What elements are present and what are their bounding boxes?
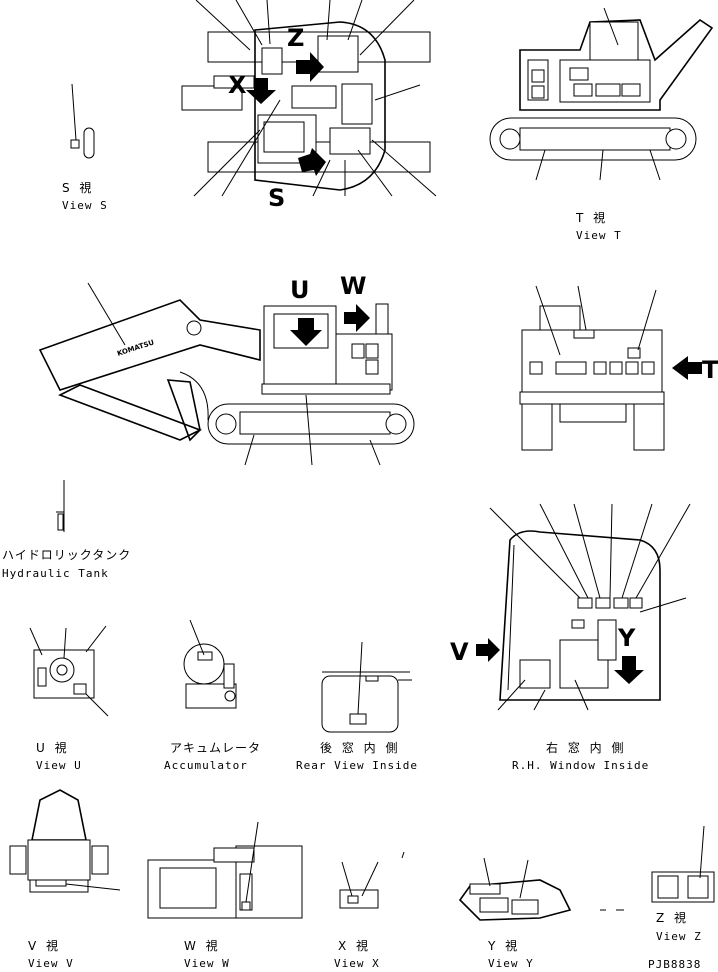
hydraulic-tank-jp: ハイドロリックタンク: [2, 548, 131, 562]
side-view-machine: [38, 282, 415, 466]
view-y-drawing: [458, 857, 624, 921]
view-w-drawing: [147, 821, 303, 919]
view-z-drawing: [651, 825, 715, 903]
drawing-number: PJB8838: [648, 958, 701, 971]
view-s-en: View S: [62, 199, 108, 212]
boom-logo: KOMATSU: [116, 338, 155, 358]
view-z-jp: Z 視: [656, 910, 689, 925]
rear-view-inside-en: Rear View Inside: [296, 759, 418, 772]
view-x-en: View X: [334, 957, 380, 970]
view-w-jp: W 視: [184, 938, 221, 953]
rear-view-inside-drawing: [321, 641, 412, 733]
marker-x: X: [228, 71, 247, 99]
view-z-en: View Z: [656, 930, 702, 943]
marker-y: Y: [617, 624, 636, 652]
rear-view-inside-jp: 後 窓 内 側: [320, 740, 400, 755]
view-t-drawing: [489, 7, 714, 181]
view-u-jp: U 視: [36, 740, 70, 755]
marker-v: V: [450, 638, 469, 666]
view-t-en: View T: [576, 229, 622, 242]
rh-window-inside-jp: 右 窓 内 側: [546, 740, 626, 755]
rh-window-inside-en: R.H. Window Inside: [512, 759, 649, 772]
view-v-en: View V: [28, 957, 74, 970]
view-x-drawing: [339, 851, 405, 909]
view-y-en: View Y: [488, 957, 534, 970]
view-v-jp: V 視: [28, 938, 61, 953]
hydraulic-tank-en: Hydraulic Tank: [2, 567, 109, 580]
view-u-drawing: [29, 625, 109, 717]
marker-w: W: [340, 272, 366, 300]
marker-z: Z: [287, 24, 304, 52]
accumulator-drawing: [183, 619, 237, 709]
marker-u: U: [290, 276, 310, 304]
marker-t: T: [702, 356, 718, 384]
top-view-machine: [181, 0, 437, 197]
rear-view-machine: [519, 285, 702, 451]
view-v-drawing: [9, 789, 121, 893]
view-s-jp: S 視: [62, 180, 94, 195]
accumulator-en: Accumulator: [164, 759, 248, 772]
hydraulic-tank-drawing: [56, 480, 65, 532]
view-t-jp: T 視: [575, 210, 608, 225]
view-u-en: View U: [36, 759, 82, 772]
marker-s: S: [268, 184, 285, 212]
view-y-jp: Y 視: [487, 938, 520, 953]
accumulator-jp: アキュムレータ: [170, 741, 261, 755]
rh-window-inside-drawing: [476, 503, 691, 711]
view-x-jp: X 視: [338, 938, 371, 953]
view-w-en: View W: [184, 957, 230, 970]
view-s-drawing: [70, 83, 95, 159]
